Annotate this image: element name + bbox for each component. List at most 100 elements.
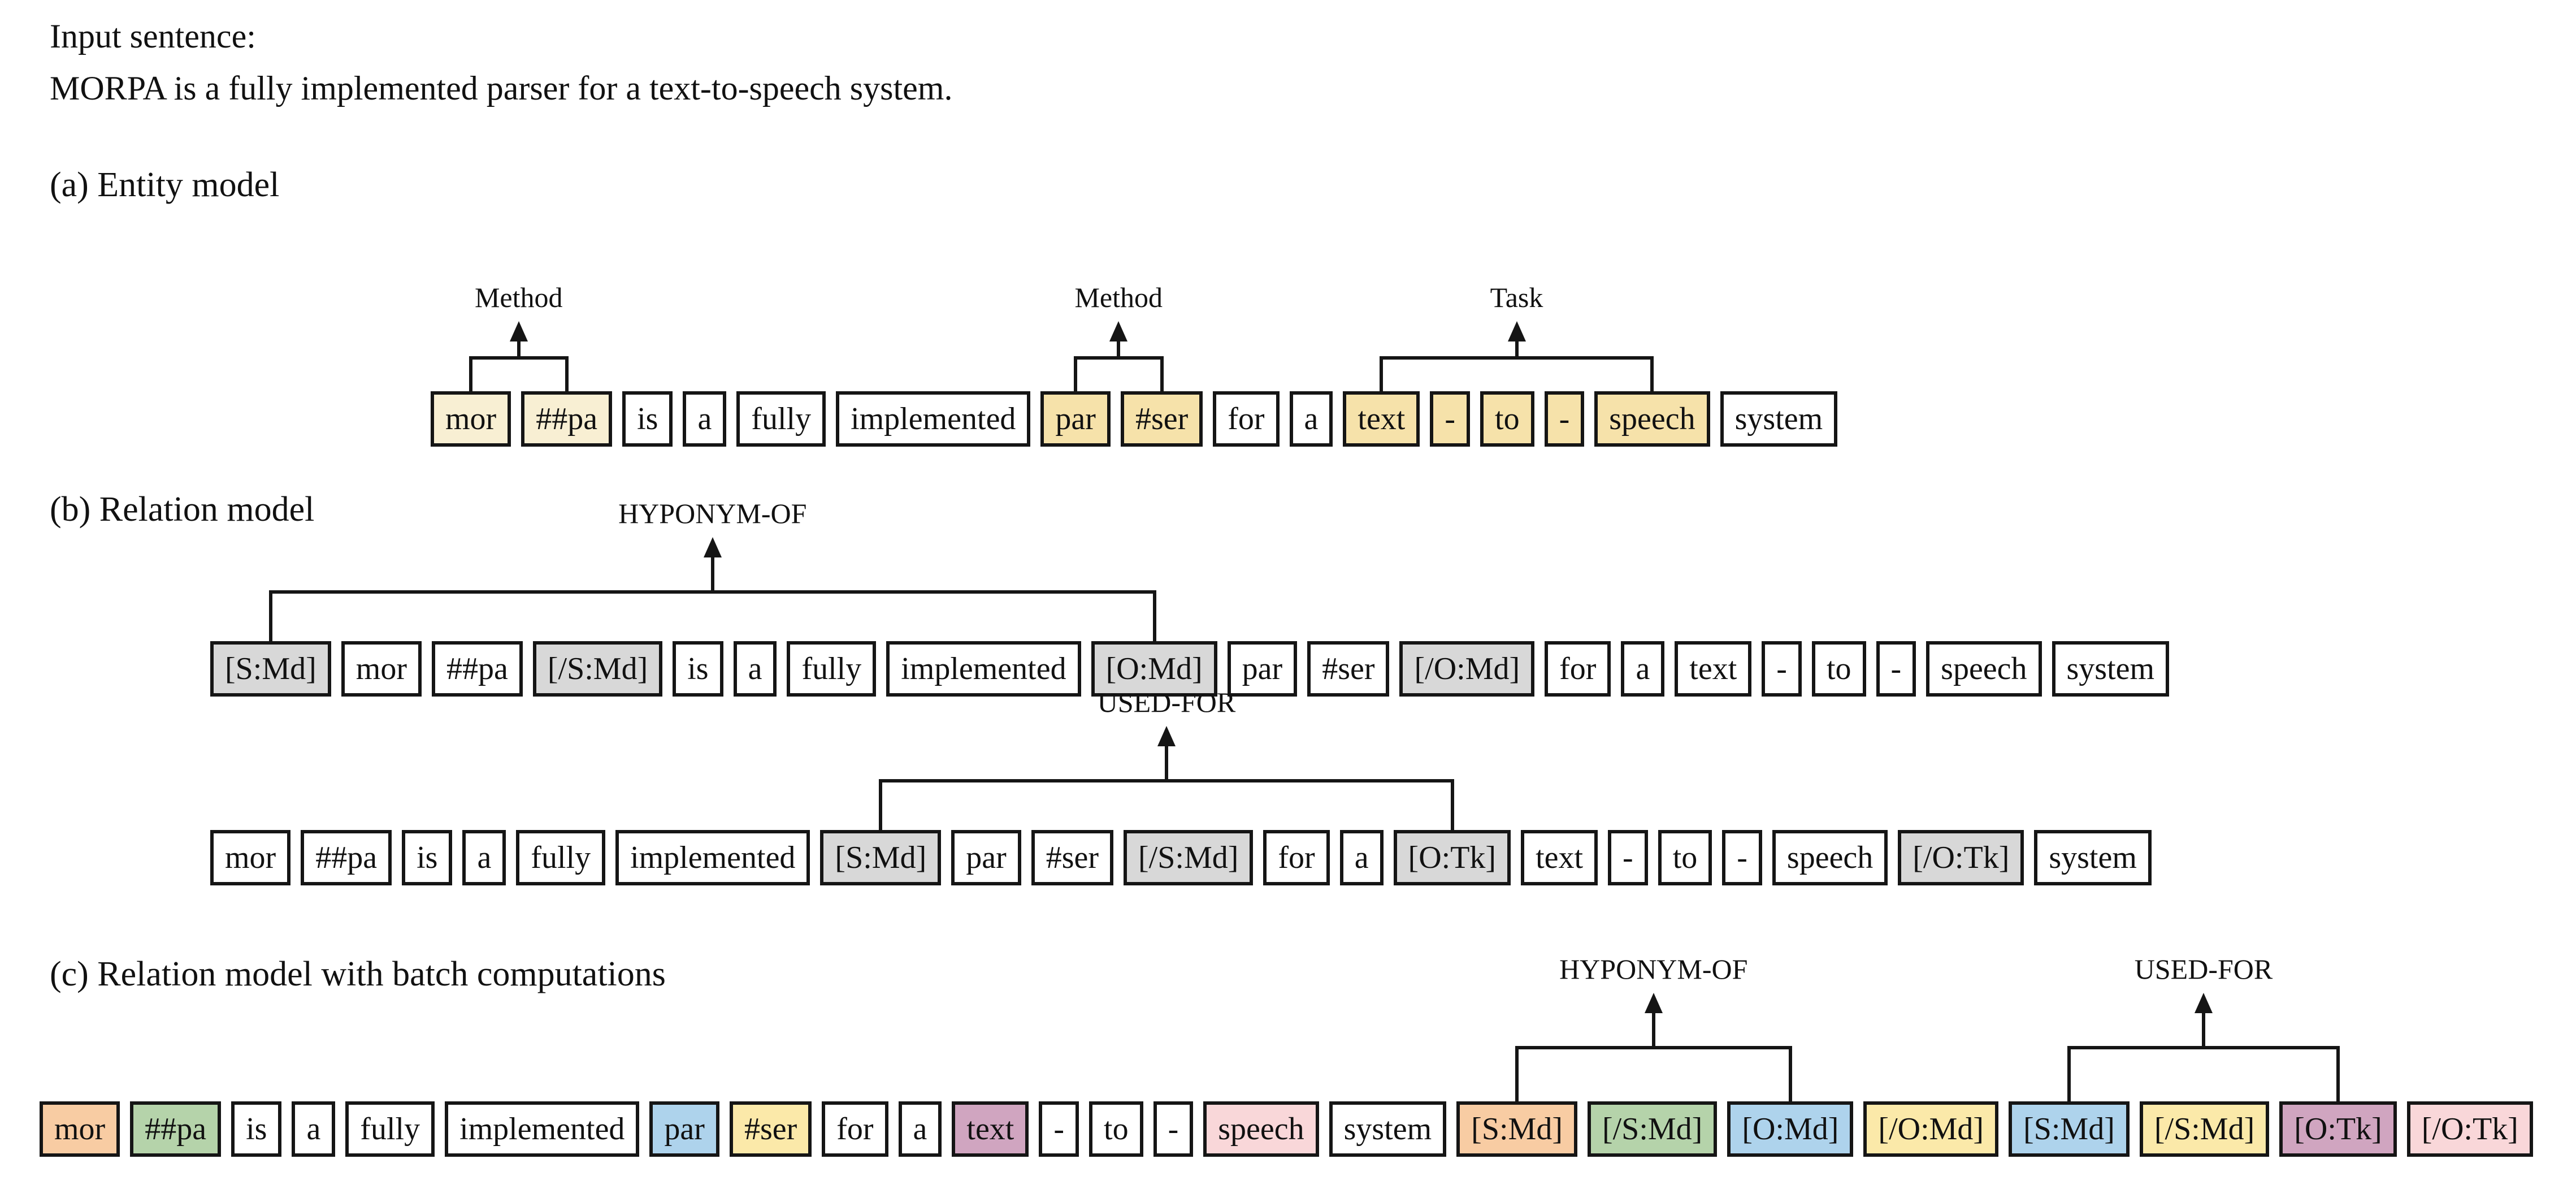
- marker-token: [S:Md]: [210, 641, 331, 697]
- word-token: a: [733, 641, 777, 697]
- word-token: par: [1040, 391, 1111, 447]
- word-token: a: [462, 830, 506, 885]
- annotation-bracket-line: [2067, 1046, 2340, 1049]
- word-token: #ser: [1307, 641, 1390, 697]
- word-token: a: [1339, 830, 1384, 885]
- annotation-arrow-shaft: [1165, 746, 1168, 779]
- word-token: mor: [431, 391, 511, 447]
- word-token: is: [231, 1101, 282, 1157]
- annotation-bracket-drop: [2067, 1046, 2071, 1101]
- annotation-bracket-drop: [1152, 590, 1156, 641]
- word-token: fully: [516, 830, 606, 885]
- word-token: ##pa: [521, 391, 613, 447]
- marker-token: [O:Tk]: [1393, 830, 1511, 885]
- word-token: fully: [345, 1101, 435, 1157]
- word-token: a: [898, 1101, 942, 1157]
- marker-token: [/O:Tk]: [2406, 1101, 2533, 1157]
- marker-token: [/S:Md]: [532, 641, 663, 697]
- word-token: implemented: [886, 641, 1081, 697]
- annotation-label: HYPONYM-OF: [618, 498, 807, 529]
- marker-token: [/O:Md]: [1399, 641, 1535, 697]
- annotation-bracket-drop: [1160, 356, 1164, 391]
- input-sentence-text: MORPA is a fully implemented parser for …: [50, 70, 953, 107]
- word-token: for: [1213, 391, 1280, 447]
- annotation-bracket-drop: [469, 356, 472, 391]
- annotation-bracket-line: [1074, 356, 1164, 360]
- word-token: implemented: [836, 391, 1031, 447]
- word-token: a: [1289, 391, 1333, 447]
- word-token: text: [1343, 391, 1420, 447]
- word-token: mor: [341, 641, 422, 697]
- word-token: -: [1876, 641, 1916, 697]
- annotation-arrow-head: [2195, 993, 2213, 1013]
- word-token: speech: [1203, 1101, 1319, 1157]
- annotation-label: USED-FOR: [2134, 953, 2273, 985]
- word-token: speech: [1772, 830, 1888, 885]
- annotation-bracket-drop: [1074, 356, 1077, 391]
- marker-token: [/S:Md]: [1124, 830, 1254, 885]
- word-token: a: [1621, 641, 1665, 697]
- word-token: -: [1544, 391, 1585, 447]
- word-token: system: [1720, 391, 1838, 447]
- word-token: implemented: [445, 1101, 640, 1157]
- annotation-bracket-drop: [269, 590, 272, 641]
- annotation-label: Method: [474, 282, 563, 313]
- word-token: mor: [40, 1101, 120, 1157]
- word-token: a: [683, 391, 727, 447]
- marker-token: [S:Md]: [820, 830, 942, 885]
- word-token: to: [1089, 1101, 1143, 1157]
- word-token: text: [1675, 641, 1752, 697]
- annotation-label: Task: [1490, 282, 1543, 313]
- annotation-label: USED-FOR: [1097, 686, 1236, 718]
- word-token: #ser: [729, 1101, 812, 1157]
- word-token: implemented: [615, 830, 810, 885]
- annotation-bracket-drop: [1788, 1046, 1792, 1101]
- word-token: par: [951, 830, 1021, 885]
- annotation-arrow-shaft: [710, 557, 714, 590]
- word-token: mor: [210, 830, 291, 885]
- annotation-arrow-shaft: [1117, 341, 1121, 356]
- annotation-bracket-line: [1380, 356, 1654, 360]
- section-b-title: (b) Relation model: [50, 490, 315, 529]
- annotation-bracket-line: [879, 779, 1454, 782]
- word-token: for: [1263, 830, 1330, 885]
- word-token: fully: [787, 641, 877, 697]
- marker-token: [O:Tk]: [2279, 1101, 2397, 1157]
- input-sentence-label: Input sentence:: [50, 18, 256, 55]
- marker-token: [/O:Md]: [1863, 1101, 1999, 1157]
- annotation-arrow-head: [1157, 726, 1176, 746]
- annotation-arrow-head: [703, 537, 722, 557]
- annotation-bracket-drop: [879, 779, 882, 830]
- annotation-bracket-line: [1515, 1046, 1792, 1049]
- annotation-arrow-shaft: [517, 341, 521, 356]
- word-token: text: [1521, 830, 1598, 885]
- word-token: to: [1480, 391, 1534, 447]
- word-token: par: [649, 1101, 719, 1157]
- input-sentence-block: Input sentence: MORPA is a fully impleme…: [50, 10, 952, 114]
- word-token: to: [1658, 830, 1712, 885]
- word-token: -: [1153, 1101, 1194, 1157]
- word-token: system: [2052, 641, 2170, 697]
- word-token: speech: [1594, 391, 1710, 447]
- annotation-label: HYPONYM-OF: [1559, 953, 1748, 985]
- word-token: is: [402, 830, 453, 885]
- section-c-title: (c) Relation model with batch computatio…: [50, 955, 666, 993]
- annotation-bracket-line: [469, 356, 569, 360]
- word-token: -: [1762, 641, 1802, 697]
- word-token: ##pa: [432, 641, 523, 697]
- marker-token: [O:Md]: [1727, 1101, 1854, 1157]
- word-token: to: [1811, 641, 1866, 697]
- word-token: #ser: [1120, 391, 1203, 447]
- word-token: -: [1608, 830, 1648, 885]
- marker-token: [S:Md]: [2009, 1101, 2130, 1157]
- annotation-arrow-head: [1644, 993, 1663, 1013]
- word-token: fully: [736, 391, 826, 447]
- word-token: a: [292, 1101, 336, 1157]
- marker-token: [S:Md]: [1456, 1101, 1577, 1157]
- annotation-bracket-drop: [2336, 1046, 2340, 1101]
- section-a-title: (a) Entity model: [50, 166, 280, 204]
